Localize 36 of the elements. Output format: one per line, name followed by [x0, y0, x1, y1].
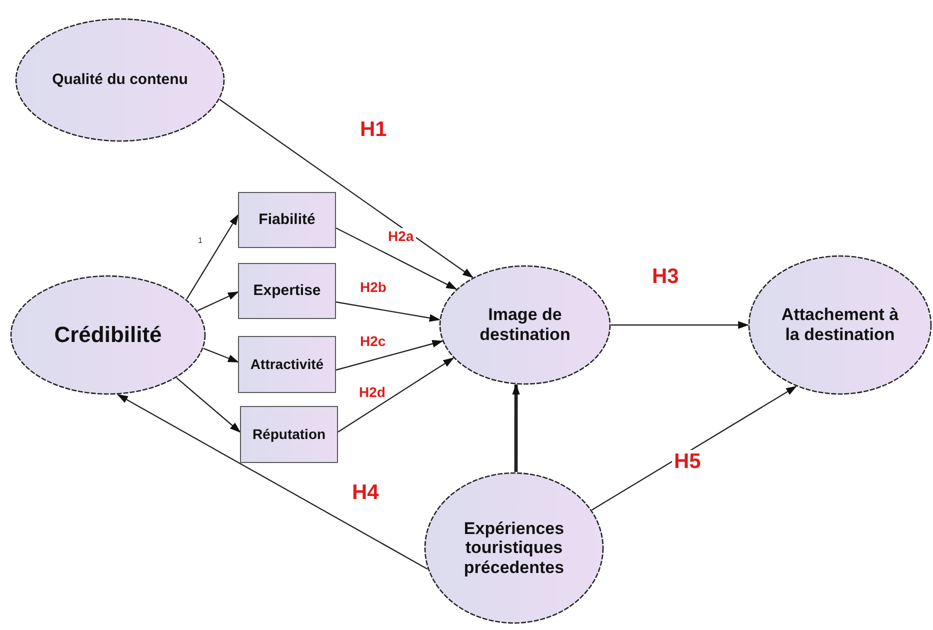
- edge-label: H2c: [358, 333, 388, 349]
- indicator-box: [240, 406, 338, 463]
- edge-label: H2d: [357, 384, 388, 400]
- construct-ellipse: [748, 255, 932, 395]
- arrow: [219, 99, 474, 278]
- construct-ellipse: [424, 472, 604, 624]
- node-label: Crédibilité: [54, 322, 162, 348]
- arrow: [592, 386, 797, 510]
- arrow: [336, 301, 440, 322]
- node-label: Attractivité: [250, 356, 324, 373]
- indicator-box: [238, 192, 336, 248]
- arrow: [338, 358, 454, 432]
- indicator-box: [238, 263, 336, 319]
- arrow: [176, 377, 241, 433]
- arrow: [117, 394, 428, 570]
- construct-ellipse: [10, 275, 206, 395]
- arrow: [512, 384, 520, 472]
- node-label: Image de destination: [478, 305, 572, 345]
- node-label: Expériences touristiques précedentes: [462, 518, 566, 578]
- arrow: [611, 321, 750, 329]
- edge-label: H2b: [358, 279, 388, 295]
- node-label: Réputation: [252, 426, 326, 443]
- node-label: Fiabilité: [258, 211, 316, 229]
- arrow: [336, 340, 444, 371]
- arrow: [186, 214, 239, 300]
- arrow: [197, 291, 239, 312]
- node-label: Attachement à la destination: [780, 305, 900, 345]
- node-label: Expertise: [253, 282, 321, 300]
- edge-label: H2a: [386, 228, 416, 244]
- construct-ellipse: [439, 265, 611, 385]
- arrow: [203, 348, 240, 363]
- construct-ellipse: [15, 18, 225, 142]
- indicator-box: [238, 336, 336, 393]
- node-label: Qualité du contenu: [52, 71, 188, 89]
- arrow: [336, 227, 458, 290]
- edge-label: 1: [197, 236, 204, 245]
